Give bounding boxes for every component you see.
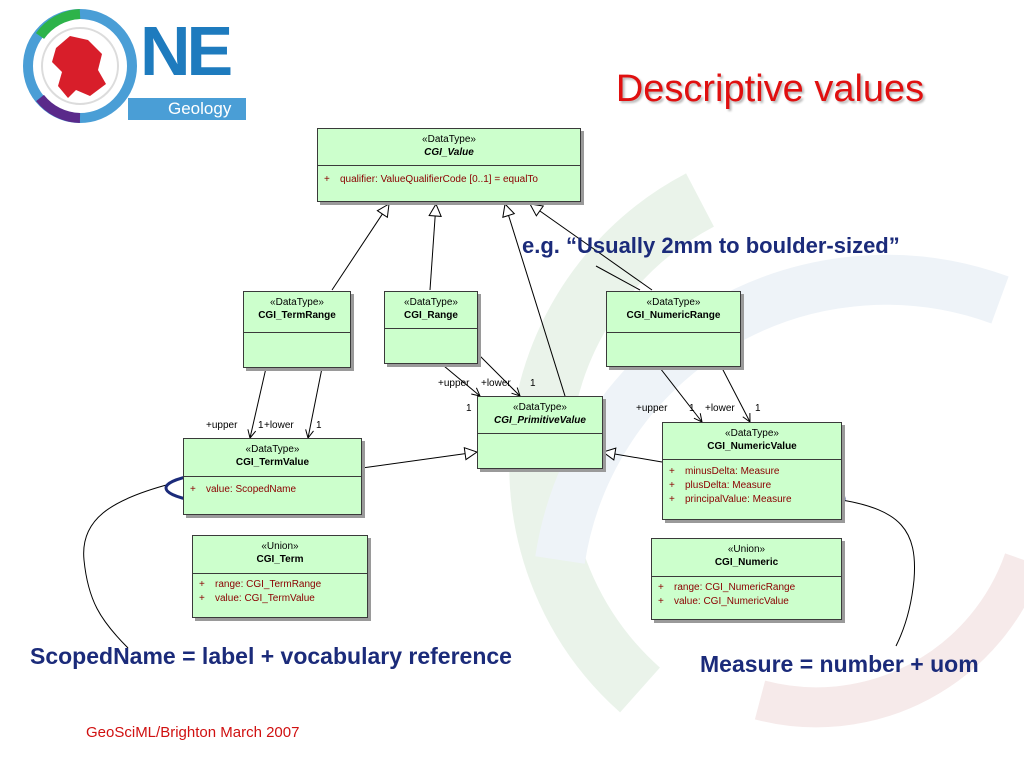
visibility-marker: + bbox=[190, 484, 196, 495]
class-cgi-numericvalue: «DataType» CGI_NumericValue + minusDelta: … bbox=[662, 422, 842, 520]
association-termrange-upper bbox=[250, 367, 267, 438]
logo-subtitle: Geology bbox=[168, 99, 232, 118]
multiplicity-term-lower: 1 bbox=[316, 420, 322, 431]
generalization-numericrange bbox=[530, 204, 653, 291]
divider bbox=[318, 165, 580, 166]
generalization-numericvalue bbox=[603, 452, 663, 463]
visibility-marker: + bbox=[669, 480, 675, 491]
stereotype: «DataType» bbox=[404, 297, 458, 308]
generalization-termvalue bbox=[361, 452, 477, 469]
multiplicity-term-upper: 1 bbox=[258, 420, 264, 431]
role-label-numeric-lower: +lower bbox=[705, 403, 735, 414]
association-range-upper bbox=[443, 365, 480, 396]
generalization-range bbox=[430, 204, 436, 291]
example-pointer bbox=[595, 265, 641, 291]
class-name: CGI_TermValue bbox=[235, 457, 310, 468]
multiplicity-numeric-lower: 1 bbox=[755, 403, 761, 414]
class-attribute: value: CGI_TermValue bbox=[215, 593, 315, 604]
stereotype: «DataType» bbox=[245, 444, 300, 455]
class-attribute: range: CGI_TermRange bbox=[215, 579, 322, 590]
divider bbox=[607, 332, 740, 333]
onegeology-logo: NE Geology bbox=[18, 6, 246, 124]
class-name: CGI_NumericValue bbox=[707, 441, 797, 452]
divider bbox=[663, 459, 841, 460]
divider bbox=[244, 332, 350, 333]
stereotype: «DataType» bbox=[270, 297, 324, 308]
divider bbox=[652, 576, 841, 577]
stereotype: «Union» bbox=[727, 544, 766, 555]
generalization-primitive bbox=[505, 204, 566, 397]
class-attribute: range: CGI_NumericRange bbox=[674, 582, 796, 593]
scopedname-note: ScopedName = label + vocabulary referenc… bbox=[30, 643, 512, 669]
divider bbox=[385, 328, 477, 329]
class-cgi-range: «DataType» CGI_Range bbox=[384, 291, 478, 364]
class-attribute: value: ScopedName bbox=[206, 484, 297, 495]
divider bbox=[184, 476, 361, 477]
example-annotation: e.g. “Usually 2mm to boulder-sized” bbox=[522, 233, 900, 258]
class-attribute: qualifier: ValueQualifierCode [0..1] = e… bbox=[340, 174, 538, 185]
class-name: CGI_Value bbox=[424, 147, 474, 158]
globe-icon bbox=[23, 9, 137, 123]
association-numericrange-lower bbox=[721, 367, 750, 422]
role-label-numeric-upper: +upper bbox=[636, 403, 668, 414]
visibility-marker: + bbox=[324, 174, 330, 185]
class-cgi-primitivevalue: «DataType» CGI_PrimitiveValue bbox=[477, 396, 603, 469]
stereotype: «DataType» bbox=[725, 428, 779, 439]
measure-pointer bbox=[841, 499, 916, 647]
role-label-range-lower: +lower bbox=[481, 378, 511, 389]
role-label-term-upper: +upper bbox=[206, 420, 238, 431]
association-numericrange-upper bbox=[659, 367, 702, 422]
class-name: CGI_TermRange bbox=[258, 310, 336, 321]
visibility-marker: + bbox=[199, 579, 205, 590]
class-cgi-termrange: «DataType» CGI_TermRange bbox=[243, 291, 351, 368]
class-attribute: principalValue: Measure bbox=[685, 494, 792, 505]
multiplicity-numeric-upper: 1 bbox=[689, 403, 695, 414]
class-name: CGI_NumericRange bbox=[626, 310, 721, 321]
class-attribute: plusDelta: Measure bbox=[685, 480, 772, 491]
measure-note: Measure = number + uom bbox=[700, 651, 979, 677]
class-attribute: value: CGI_NumericValue bbox=[674, 596, 789, 607]
class-cgi-numericrange: «DataType» CGI_NumericRange bbox=[606, 291, 741, 367]
divider bbox=[478, 433, 602, 434]
class-name: CGI_Range bbox=[404, 310, 458, 321]
class-name: CGI_Term bbox=[256, 554, 304, 565]
role-label-term-lower: +lower bbox=[264, 420, 294, 431]
class-cgi-value: «DataType» CGI_Value + qualifier: ValueQua… bbox=[317, 128, 581, 202]
stereotype: «DataType» bbox=[646, 297, 701, 308]
stereotype: «DataType» bbox=[422, 134, 476, 145]
generalization-termrange bbox=[331, 204, 389, 291]
scopedname-pointer bbox=[83, 483, 171, 649]
visibility-marker: + bbox=[658, 596, 664, 607]
class-cgi-numeric: «Union» CGI_Numeric + range: CGI_NumericRa… bbox=[651, 538, 842, 620]
stereotype: «Union» bbox=[261, 541, 299, 552]
logo-bar bbox=[128, 98, 246, 120]
class-cgi-termvalue: «DataType» CGI_TermValue + value: ScopedNa… bbox=[183, 438, 362, 515]
stereotype: «DataType» bbox=[513, 402, 567, 413]
class-attribute: minusDelta: Measure bbox=[685, 466, 780, 477]
logo-letters: NE bbox=[140, 12, 233, 90]
association-termrange-lower bbox=[308, 367, 323, 438]
multiplicity-range-lower: 1 bbox=[530, 378, 536, 389]
class-name: CGI_Numeric bbox=[714, 557, 779, 568]
multiplicity-range-upper: 1 bbox=[466, 403, 472, 414]
class-name: CGI_PrimitiveValue bbox=[494, 415, 586, 426]
visibility-marker: + bbox=[199, 593, 205, 604]
class-cgi-term: «Union» CGI_Term + range: CGI_TermRange + v… bbox=[192, 535, 368, 618]
footer-text: GeoSciML/Brighton March 2007 bbox=[86, 724, 300, 741]
role-label-range-upper: +upper bbox=[438, 378, 470, 389]
visibility-marker: + bbox=[658, 582, 664, 593]
divider bbox=[193, 573, 367, 574]
association-range-lower bbox=[477, 353, 520, 396]
visibility-marker: + bbox=[669, 494, 675, 505]
visibility-marker: + bbox=[669, 466, 675, 477]
slide-title: Descriptive values bbox=[615, 68, 925, 110]
